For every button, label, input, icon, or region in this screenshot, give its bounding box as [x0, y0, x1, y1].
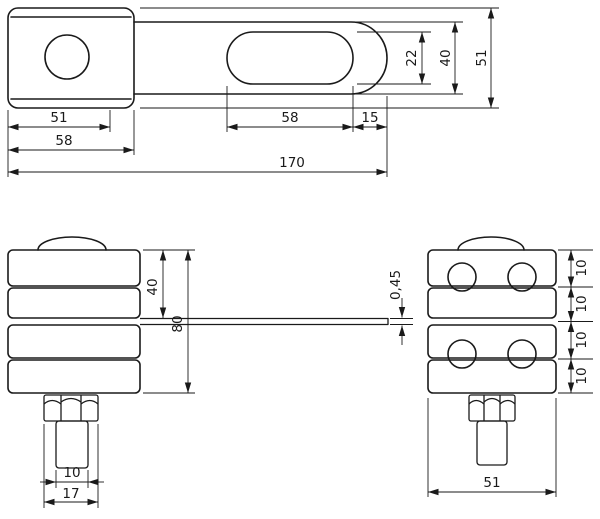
hole-bottom-left	[447, 339, 477, 369]
dim-stack-height: 80	[170, 315, 186, 332]
dim-blade-thickness: 0,45	[388, 270, 404, 300]
hole-top-left	[447, 262, 477, 292]
plate-3	[7, 324, 141, 359]
front-view-outline	[7, 236, 389, 469]
side-view-outline	[427, 236, 557, 466]
dim-stud-diameter: 10	[63, 465, 80, 481]
top-view-dimension-labels: 22 40 51 51 58 15 58 170	[50, 49, 490, 171]
dim-upper-stack-height: 40	[145, 278, 161, 295]
dim-plate-2-thickness: 10	[574, 295, 590, 312]
top-view-dimension-lines	[7, 7, 499, 177]
dim-overall-length: 170	[279, 155, 305, 171]
dim-body-width: 51	[483, 475, 500, 491]
arm-outline	[133, 21, 388, 95]
dim-plate-3-thickness: 10	[574, 331, 590, 348]
side-view-dimension-lines	[427, 249, 593, 497]
plate-2	[7, 287, 141, 319]
nut-chamfer-arcs	[43, 397, 99, 405]
dim-slot-length: 58	[281, 110, 298, 126]
front-view: 40 80 0,45 10 17	[7, 236, 413, 508]
dim-plate-1-thickness: 10	[574, 259, 590, 276]
rivet-dome	[37, 236, 107, 251]
dim-slot-height: 22	[404, 49, 420, 66]
threaded-stud	[55, 420, 89, 469]
slot-hole	[226, 31, 354, 85]
plate-3	[427, 324, 557, 359]
side-view: 10 10 10 10 51	[427, 236, 593, 497]
dim-plate-width: 51	[474, 49, 490, 66]
threaded-stud	[476, 420, 508, 466]
contact-blade	[140, 317, 389, 326]
plate-4	[427, 359, 557, 394]
dim-arm-width: 40	[438, 49, 454, 66]
dim-hole-plate-length: 51	[50, 110, 67, 126]
plate-1	[427, 249, 557, 287]
plate-2	[427, 287, 557, 319]
front-view-dimension-labels: 40 80 0,45 10 17	[62, 270, 404, 502]
top-view: 22 40 51 51 58 15 58 170	[7, 7, 499, 177]
front-view-dimension-lines	[40, 249, 413, 508]
plate-1	[7, 249, 141, 287]
dim-clamp-length: 58	[55, 133, 72, 149]
round-hole	[44, 34, 90, 80]
plate-4	[7, 359, 141, 394]
side-view-dimension-labels: 10 10 10 10 51	[483, 259, 590, 491]
top-view-outline	[7, 7, 388, 109]
dim-nut-width: 17	[62, 486, 79, 502]
dim-end-margin: 15	[361, 110, 378, 126]
nut-chamfer-arcs	[468, 397, 516, 405]
rivet-dome	[457, 236, 525, 251]
hole-bottom-right	[507, 339, 537, 369]
hole-top-right	[507, 262, 537, 292]
dim-plate-4-thickness: 10	[574, 367, 590, 384]
clamp-block	[7, 7, 135, 109]
